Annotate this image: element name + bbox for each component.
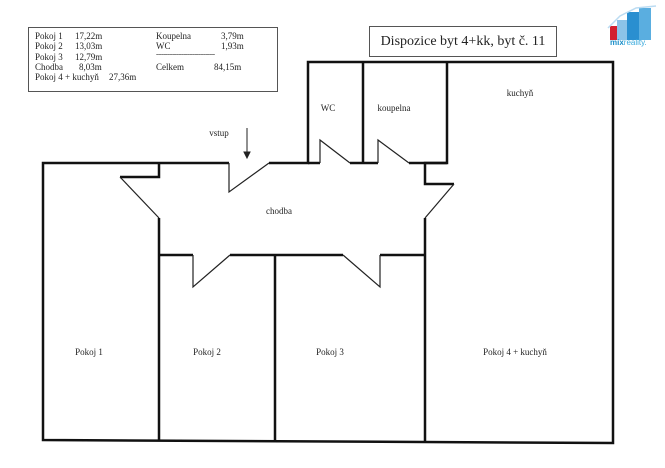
- wall-hall-left-top: [120, 163, 161, 179]
- legend-name: Pokoj 1: [35, 31, 63, 41]
- room-label-pokoj3: Pokoj 3: [316, 347, 344, 357]
- door-koupelna: [377, 138, 410, 164]
- area-legend-box: Pokoj 1 17,22m Pokoj 2 13,03m Pokoj 3 12…: [28, 27, 278, 92]
- room-label-chodba: chodba: [266, 206, 292, 216]
- door-pokoj3: [342, 254, 381, 289]
- door-wc: [319, 138, 351, 164]
- legend-area: 17,22m: [75, 31, 103, 41]
- legend-name: Koupelna: [156, 31, 191, 41]
- legend-area: 13,03m: [75, 41, 103, 51]
- room-label-koupelna: koupelna: [377, 103, 411, 113]
- legend-name: Pokoj 4 + kuchyň: [35, 72, 99, 82]
- room-label-kuchyn: kuchyň: [506, 88, 534, 98]
- legend-area: 27,36m: [109, 72, 137, 82]
- legend-area: 12,79m: [75, 52, 103, 62]
- room-label-wc: WC: [320, 103, 336, 113]
- wall-hall-right-top: [423, 161, 454, 186]
- legend-name: Pokoj 2: [35, 41, 63, 51]
- wall-koupelna-kitchen: [409, 62, 449, 165]
- legend-name: Chodba: [35, 62, 63, 72]
- room-label-pokoj1: Pokoj 1: [75, 347, 103, 357]
- legend-total-area: 84,15m: [214, 62, 242, 72]
- legend-area: 1,93m: [221, 41, 244, 51]
- room-label-pokoj2: Pokoj 2: [193, 347, 221, 357]
- room-label-pokoj4: Pokoj 4 + kuchyň: [483, 347, 547, 357]
- door-pokoj1: [119, 176, 160, 219]
- legend-name: Pokoj 3: [35, 52, 63, 62]
- logo-text: mixreality.: [610, 38, 647, 47]
- legend-separator: --------------------------------: [156, 50, 215, 58]
- legend-area: 8,03m: [79, 62, 102, 72]
- legend-total-name: Celkem: [156, 62, 184, 72]
- outer-wall: [41, 60, 615, 445]
- entrance-label: vstup: [209, 128, 229, 138]
- entrance-arrow: [243, 128, 251, 160]
- legend-area: 3,79m: [221, 31, 244, 41]
- plan-title: Dispozice byt 4+kk, byt č. 11: [369, 26, 557, 57]
- door-pokoj2: [192, 254, 231, 289]
- door-kitchen: [424, 183, 455, 219]
- legend-name: WC: [156, 41, 171, 51]
- mixreality-logo: [607, 5, 657, 40]
- door-entrance: [228, 162, 270, 194]
